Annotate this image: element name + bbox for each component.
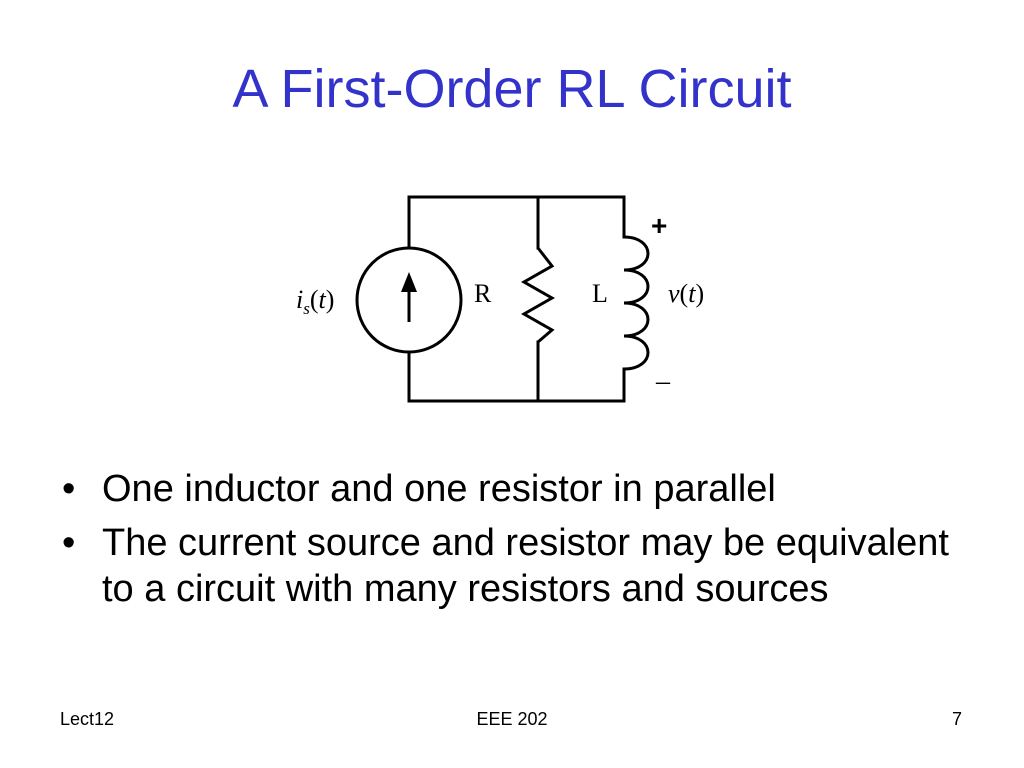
bullet-marker: •: [62, 468, 76, 510]
bullet-item-2: • The current source and resistor may be…: [62, 520, 982, 612]
bullet-list: • One inductor and one resistor in paral…: [62, 466, 982, 620]
plus-sign: +: [651, 210, 667, 241]
footer-course: EEE 202: [476, 709, 548, 729]
bullet-marker: •: [62, 522, 76, 564]
bullet-text: One inductor and one resistor in paralle…: [102, 468, 776, 510]
voltage-label: v(t): [668, 279, 704, 308]
footer-lecture: Lect12: [60, 709, 115, 729]
source-label: is(t): [296, 285, 334, 318]
bullet-item-1: • One inductor and one resistor in paral…: [62, 466, 982, 512]
resistor-label: R: [474, 279, 492, 308]
slide-title: A First-Order RL Circuit: [232, 59, 792, 119]
minus-sign: –: [655, 366, 671, 397]
footer-page-number: 7: [951, 709, 962, 729]
inductor-coil: [623, 235, 650, 371]
current-source: [355, 246, 463, 354]
resistor-zigzag: [520, 247, 556, 344]
current-source-arrow-head: [401, 272, 417, 292]
bullet-text: The current source and resistor may be e…: [102, 522, 949, 610]
inductor-label: L: [592, 279, 608, 308]
